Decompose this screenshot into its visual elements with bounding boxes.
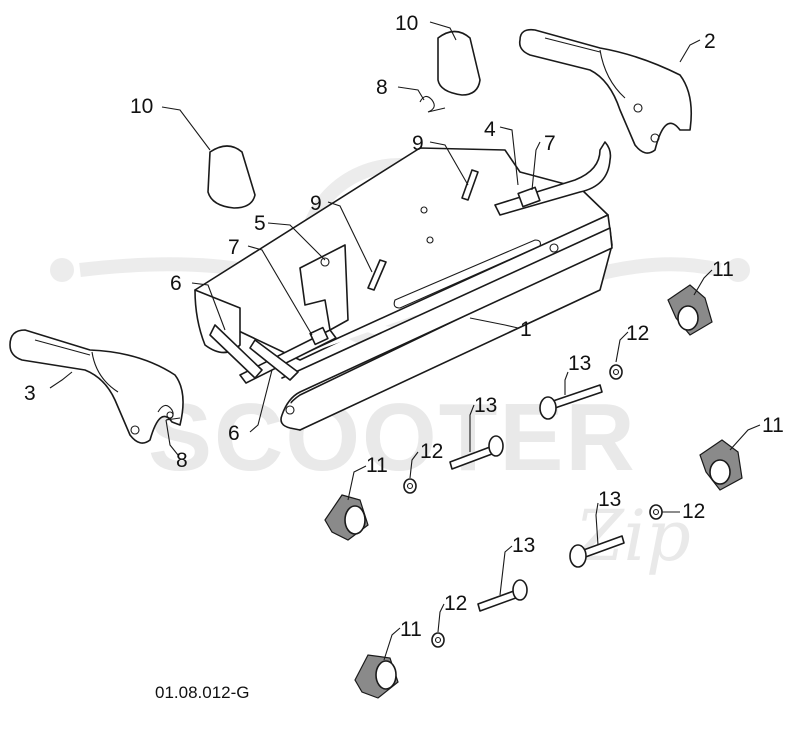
callout-13-a: 13 [568, 352, 591, 375]
callout-8-upper: 8 [376, 76, 388, 99]
callout-2: 2 [704, 30, 716, 53]
knob-cap-upper [437, 30, 481, 96]
star-knob-bottom [354, 654, 399, 699]
star-knob-middle [324, 494, 369, 541]
callout-13-d: 13 [512, 534, 535, 557]
callout-9-upper: 9 [412, 132, 424, 155]
callout-8-lower: 8 [176, 449, 188, 472]
callout-12-right-upper: 12 [626, 322, 649, 345]
carriage-bolt-c [569, 535, 625, 568]
callout-9-middle: 9 [310, 192, 322, 215]
callout-11-bottom: 11 [400, 618, 422, 641]
handle-bracket-assembly [194, 141, 613, 431]
hairpin-clip-lower [157, 404, 181, 421]
callout-6-upper: 6 [170, 272, 182, 295]
callout-labels: 10 10 2 3 8 8 4 7 9 9 5 7 6 6 1 11 11 11… [24, 12, 784, 641]
callout-6-lower: 6 [228, 422, 240, 445]
callout-10-left: 10 [130, 95, 153, 118]
callout-7-upper: 7 [544, 132, 556, 155]
callout-1: 1 [520, 318, 532, 341]
leader-lines [49, 21, 761, 661]
lock-nut-a [609, 364, 623, 380]
hairpin-clip-upper [419, 95, 446, 113]
callout-11-right-lower: 11 [762, 414, 784, 437]
lock-nut-c [649, 504, 663, 520]
callout-5: 5 [254, 212, 266, 235]
star-knob-right-lower [699, 439, 743, 491]
carriage-bolt-a [539, 384, 603, 420]
callout-13-b: 13 [474, 394, 497, 417]
watermark-script: Zip [573, 495, 691, 577]
carriage-bolt-b [449, 435, 504, 470]
lock-nut-b [403, 478, 417, 494]
callout-7-left: 7 [228, 236, 240, 259]
carriage-bolt-d [477, 579, 528, 612]
callout-11-middle: 11 [366, 454, 388, 477]
handle-grip-right [518, 28, 693, 154]
callout-10-upper: 10 [395, 12, 418, 35]
star-knob-right-upper [667, 284, 713, 336]
callout-12-right-lower: 12 [682, 500, 705, 523]
lock-nut-d [431, 632, 445, 648]
callout-3: 3 [24, 382, 36, 405]
callout-4: 4 [484, 118, 496, 141]
figure-code: 01.08.012-G [155, 683, 250, 702]
callout-12-bottom: 12 [444, 592, 467, 615]
callout-13-c: 13 [598, 488, 621, 511]
handle-grip-left [9, 329, 184, 444]
callout-12-middle: 12 [420, 440, 443, 463]
callout-11-right-upper: 11 [712, 258, 734, 281]
knob-cap-left [207, 145, 256, 209]
